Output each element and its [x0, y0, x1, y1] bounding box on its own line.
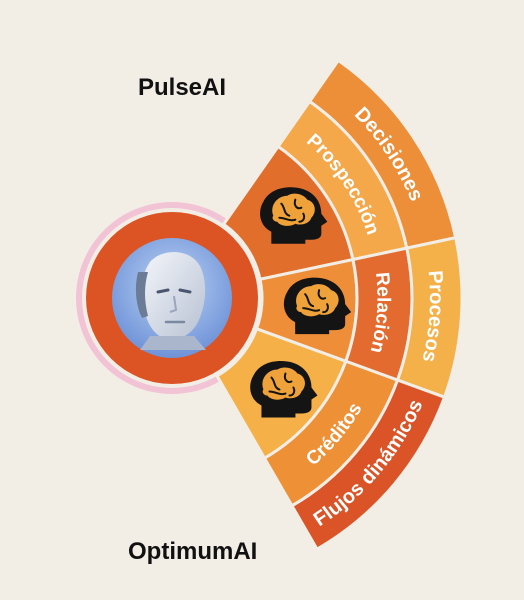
center-avatar: [82, 208, 262, 388]
robot-face-icon: [141, 251, 206, 340]
segment-outer-band: [289, 378, 447, 552]
brand-optimumai: OptimumAI: [128, 538, 258, 565]
brand-pulseai: PulseAI: [138, 74, 227, 101]
